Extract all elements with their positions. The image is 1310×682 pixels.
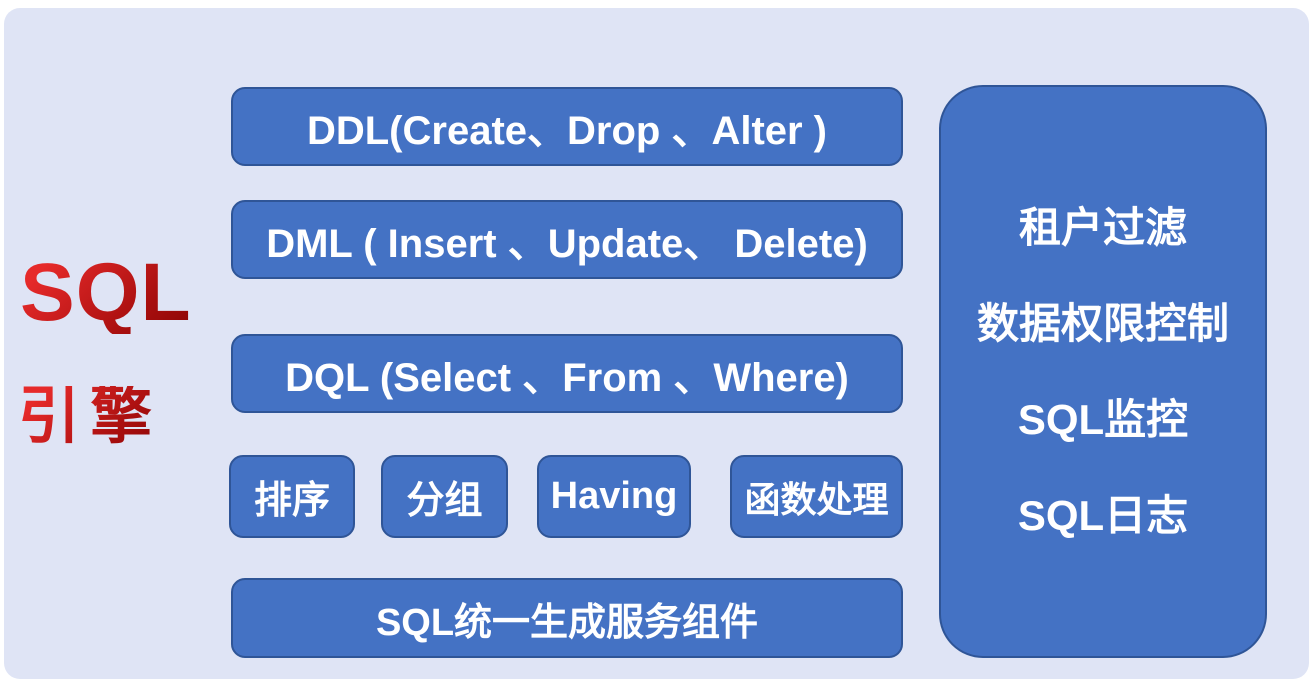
clause-box-sort: 排序 xyxy=(229,455,355,538)
sql-generation-service-label: SQL统一生成服务组件 xyxy=(375,601,759,644)
dql-box: DQL (Select 、From 、Where) xyxy=(231,334,903,413)
sql-monitoring-label: SQL监控 xyxy=(1017,395,1189,443)
clause-sort-label: 排序 xyxy=(253,480,330,522)
tenant-filter-label: 租户过滤 xyxy=(1018,203,1187,251)
ddl-label: DDL(Create、Drop 、Alter ) xyxy=(306,108,828,153)
ddl-box: DDL(Create、Drop 、Alter ) xyxy=(231,87,903,166)
clause-box-group: 分组 xyxy=(381,455,508,538)
data-permission-control-label: 数据权限控制 xyxy=(976,299,1229,347)
clause-having-label: Having xyxy=(550,475,678,517)
clause-box-having: Having xyxy=(537,455,691,538)
dql-label: DQL (Select 、From 、Where) xyxy=(285,355,849,400)
dml-label: DML ( Insert 、Update、 Delete) xyxy=(266,221,868,266)
clause-box-function-processing: 函数处理 xyxy=(730,455,903,538)
title-engine: 引擎 xyxy=(18,382,163,451)
sql-governance-box: 租户过滤 数据权限控制 SQL监控 SQL日志 xyxy=(939,85,1267,658)
clause-group-label: 分组 xyxy=(406,480,483,522)
sql-generation-service-box: SQL统一生成服务组件 xyxy=(231,578,903,658)
clause-func-label: 函数处理 xyxy=(744,478,889,520)
title-sql: SQL xyxy=(20,247,192,338)
dml-box: DML ( Insert 、Update、 Delete) xyxy=(231,200,903,279)
sql-log-label: SQL日志 xyxy=(1017,491,1189,539)
